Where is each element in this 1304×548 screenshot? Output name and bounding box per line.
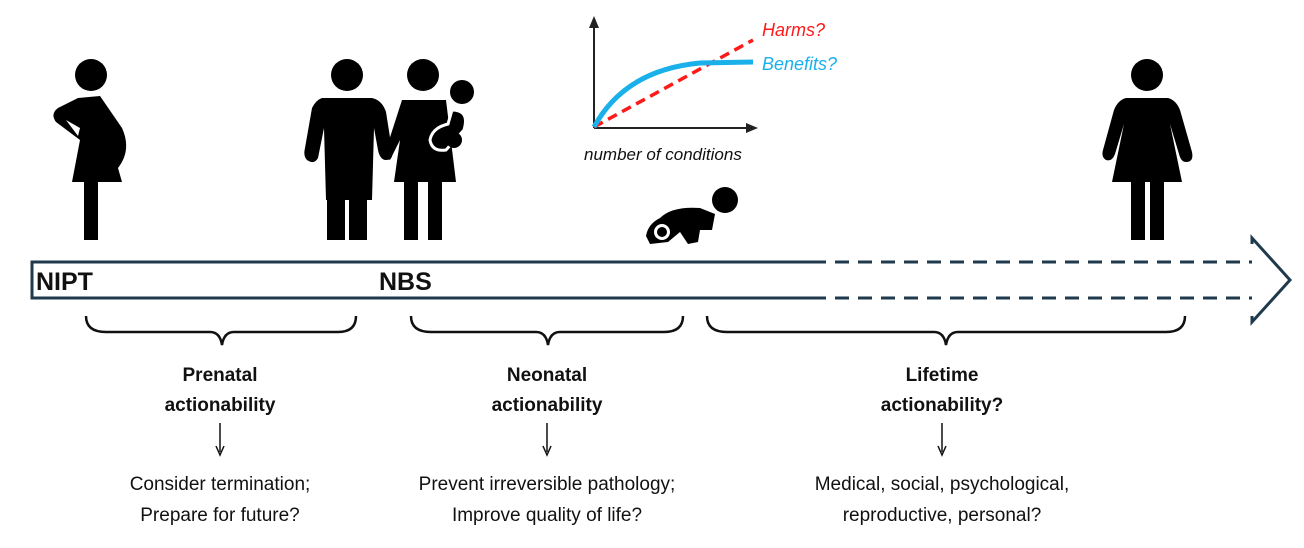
stage-lifetime: Lifetime actionability? Medical, social,… bbox=[815, 365, 1070, 526]
stage-outcome: Prepare for future? bbox=[140, 505, 299, 526]
stage-title: Neonatal bbox=[507, 365, 587, 386]
stage-title: actionability bbox=[492, 395, 603, 416]
stage-neonatal: Neonatal actionability Prevent irreversi… bbox=[419, 365, 676, 526]
stage-outcome: Improve quality of life? bbox=[452, 505, 642, 526]
woman-icon bbox=[1102, 59, 1193, 240]
stage-outcome: Consider termination; bbox=[130, 474, 311, 495]
down-arrow-icon bbox=[937, 423, 947, 457]
stage-outcome: Medical, social, psychological, bbox=[815, 474, 1070, 495]
stage-title: Prenatal bbox=[183, 365, 258, 386]
stage-title: actionability? bbox=[881, 395, 1003, 416]
crawling-baby-icon bbox=[646, 187, 738, 244]
pregnant-woman-icon bbox=[53, 59, 127, 240]
family-icon bbox=[304, 59, 474, 240]
legend-benefits: Benefits? bbox=[762, 54, 837, 74]
marker-nbs: NBS bbox=[379, 268, 432, 296]
brace-neonatal bbox=[409, 315, 685, 346]
stage-title: Lifetime bbox=[906, 365, 979, 386]
legend-harms: Harms? bbox=[762, 20, 825, 40]
brace-prenatal bbox=[84, 315, 358, 346]
x-axis-arrow-icon bbox=[746, 123, 758, 133]
timeline-arrow bbox=[30, 234, 1293, 326]
marker-nipt: NIPT bbox=[36, 268, 93, 296]
harms-line bbox=[593, 38, 754, 129]
y-axis-arrow-icon bbox=[589, 16, 599, 28]
brace-lifetime bbox=[705, 315, 1187, 346]
down-arrow-icon bbox=[542, 423, 552, 457]
down-arrow-icon bbox=[215, 423, 225, 457]
stage-outcome: reproductive, personal? bbox=[843, 505, 1042, 526]
inset-chart: Harms? Benefits? number of conditions bbox=[584, 16, 837, 164]
benefits-line bbox=[591, 59, 754, 129]
stage-title: actionability bbox=[165, 395, 276, 416]
stage-prenatal: Prenatal actionability Consider terminat… bbox=[130, 365, 311, 526]
stage-outcome: Prevent irreversible pathology; bbox=[419, 474, 676, 495]
x-axis-label: number of conditions bbox=[584, 145, 742, 164]
